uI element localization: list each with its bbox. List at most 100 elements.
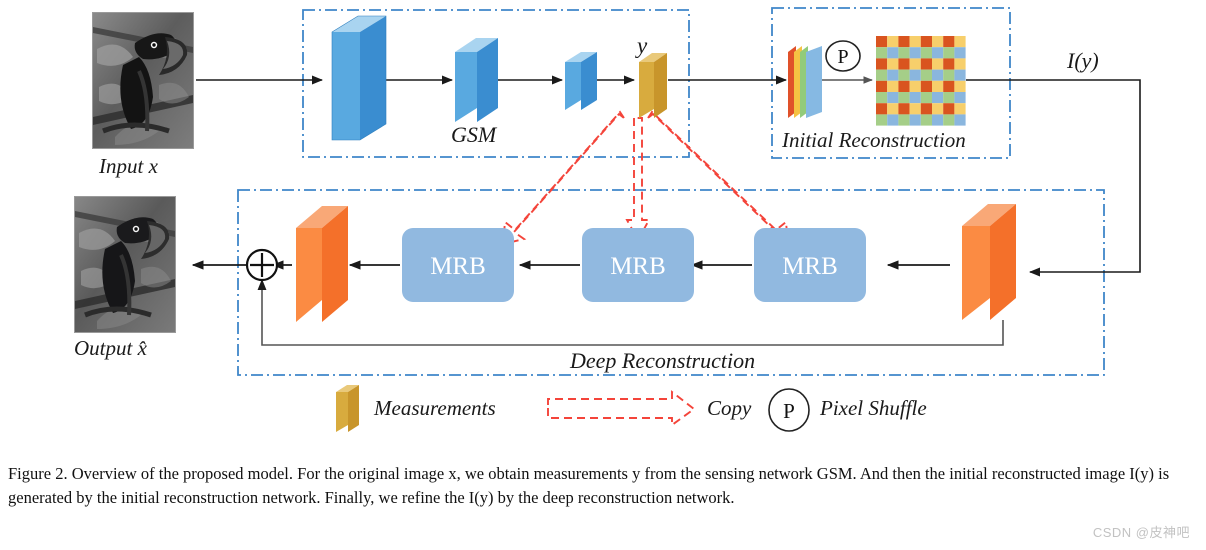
checkerboard-grid	[876, 36, 966, 126]
checker-cell	[943, 69, 955, 81]
mrb-label-2: MRB	[610, 253, 666, 280]
csdn-watermark: CSDN @皮神吧	[1092, 525, 1190, 540]
group-box-deep-reconstruction	[237, 189, 1105, 376]
group-box-gsm	[302, 9, 690, 158]
checker-cell	[943, 47, 955, 59]
mrb-label-3: MRB	[782, 253, 838, 280]
checker-cell	[932, 80, 944, 92]
checker-cell	[887, 69, 899, 81]
checker-cell	[898, 47, 910, 59]
checker-cell	[876, 103, 888, 115]
checker-cell	[920, 47, 932, 59]
checker-cell	[932, 103, 944, 115]
legend-label-copy: Copy	[707, 396, 752, 420]
checker-cell	[920, 103, 932, 115]
checker-cell	[909, 114, 921, 126]
checker-cell	[898, 80, 910, 92]
conv-block-orange-left-icon	[296, 206, 348, 322]
checker-cell	[887, 47, 899, 59]
checker-cell	[920, 58, 932, 70]
checker-cell	[876, 58, 888, 70]
checker-cell	[954, 36, 966, 48]
checker-cell	[920, 36, 932, 48]
checker-cell	[932, 92, 944, 104]
pixel-shuffle-circle-icon: P	[825, 40, 861, 72]
checker-cell	[932, 47, 944, 59]
checker-cell	[876, 114, 888, 126]
checker-cell	[887, 80, 899, 92]
copy-arrow-right-icon	[647, 110, 790, 246]
checker-cell	[898, 69, 910, 81]
checker-cell	[954, 69, 966, 81]
diagram-canvas: MRB MRB MRB	[191, 7, 1141, 432]
copy-arrow-left-icon	[501, 110, 625, 246]
checker-cell	[954, 80, 966, 92]
path-iy-to-deep-recon	[966, 79, 1141, 277]
deep-reconstruction-label: Deep Reconstruction	[570, 348, 756, 373]
output-image-thumbnail	[74, 196, 176, 333]
conv-block-medium-icon	[455, 38, 498, 122]
checker-cell	[909, 80, 921, 92]
checker-cell	[909, 92, 921, 104]
output-label: Output x̂	[74, 336, 147, 360]
checker-cell	[954, 47, 966, 59]
checker-cell	[943, 36, 955, 48]
feature-sheets-icon	[788, 46, 822, 118]
checker-cell	[887, 103, 899, 115]
checker-cell	[920, 80, 932, 92]
legend-label-measurements: Measurements	[374, 396, 496, 420]
input-image-thumbnail	[92, 12, 194, 149]
mrb-block-1: MRB	[402, 228, 514, 302]
mrb-block-2: MRB	[582, 228, 694, 302]
initial-reconstruction-label: Initial Reconstruction	[782, 128, 966, 152]
figure-caption: Figure 2. Overview of the proposed model…	[8, 464, 1170, 507]
conv-block-small-icon	[565, 52, 597, 110]
gsm-label: GSM	[451, 122, 497, 147]
checker-cell	[909, 47, 921, 59]
checker-cell	[920, 92, 932, 104]
checker-cell	[898, 103, 910, 115]
checker-cell	[943, 114, 955, 126]
checker-cell	[943, 58, 955, 70]
checker-cell	[876, 69, 888, 81]
checker-cell	[954, 58, 966, 70]
legend-copy-arrow-icon	[547, 390, 696, 427]
checker-cell	[954, 92, 966, 104]
checker-cell	[943, 92, 955, 104]
checker-cell	[932, 114, 944, 126]
checker-cell	[920, 114, 932, 126]
checker-cell	[898, 58, 910, 70]
iy-label: I(y)	[1067, 48, 1099, 73]
mrb-label-1: MRB	[430, 253, 486, 280]
residual-add-icon	[245, 248, 279, 282]
legend-pixel-shuffle-icon: P	[768, 388, 810, 432]
measurements-box-icon	[639, 53, 667, 118]
checker-cell	[876, 47, 888, 59]
checker-cell	[932, 58, 944, 70]
checker-cell	[876, 80, 888, 92]
checker-cell	[876, 36, 888, 48]
checker-cell	[943, 80, 955, 92]
checker-cell	[909, 36, 921, 48]
mrb-block-3: MRB	[754, 228, 866, 302]
checker-cell	[909, 58, 921, 70]
checker-cell	[909, 69, 921, 81]
checker-cell	[887, 92, 899, 104]
checker-cell	[887, 36, 899, 48]
checker-cell	[954, 114, 966, 126]
checker-cell	[898, 92, 910, 104]
path-skip-connection	[257, 278, 1004, 346]
conv-block-large-icon	[331, 15, 387, 141]
checker-cell	[920, 69, 932, 81]
input-label: Input x	[99, 154, 158, 178]
copy-arrow-middle-icon	[625, 117, 651, 242]
legend-label-pixel-shuffle: Pixel Shuffle	[820, 396, 927, 420]
checker-cell	[876, 92, 888, 104]
checker-cell	[898, 36, 910, 48]
measurements-symbol-label: y	[637, 33, 648, 58]
pixel-shuffle-symbol: P	[837, 46, 848, 68]
checker-cell	[898, 114, 910, 126]
checker-cell	[909, 103, 921, 115]
checker-cell	[932, 36, 944, 48]
